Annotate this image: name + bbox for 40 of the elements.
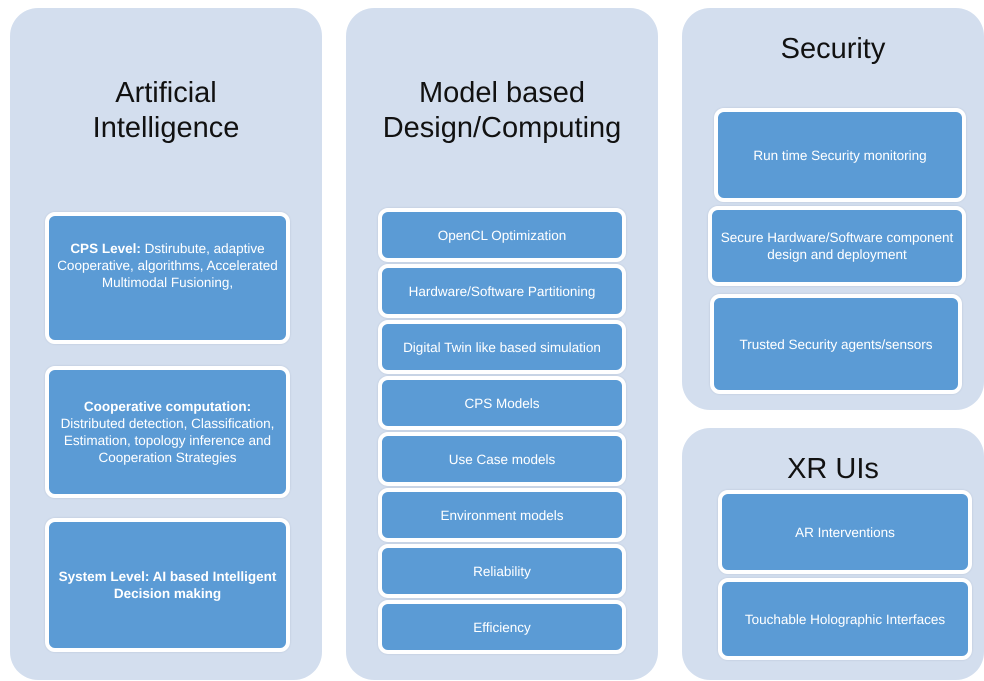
category-panel [682,428,984,680]
item-box [378,544,626,598]
item-text: Environment models [439,506,565,524]
item-box [378,488,626,542]
item-box [378,264,626,318]
panel-heading: Security [780,32,886,67]
item-box [708,206,966,286]
item-box [378,320,626,374]
item-text: Digital Twin like based simulation [402,338,602,356]
item-box [718,490,972,574]
item-text: Touchable Holographic Interfaces [744,610,946,628]
category-panel [346,8,658,680]
category-panel [10,8,322,680]
item-text: System Level: AI based Intelligent Decision making [58,568,278,602]
item-text: CPS Models [463,394,541,412]
item-box [718,578,972,660]
item-text: Cooperative computation: Distributed detection, Classification, Estimation, topology inference and Cooperation Strategies [60,398,276,466]
item-box [714,108,966,202]
item-box [378,600,626,654]
item-box [45,518,290,652]
item-text: Run time Security monitoring [752,146,928,164]
item-text: Hardware/Software Partitioning [408,282,596,300]
item-box [378,376,626,430]
item-box [45,212,290,344]
item-box [45,366,290,498]
item-text: Secure Hardware/Software component design and deployment [720,229,954,263]
item-text: Reliability [472,562,532,580]
item-box [710,294,962,394]
item-box [378,432,626,486]
item-text: Trusted Security agents/sensors [738,336,934,352]
panel-heading: Model based Design/Computing [382,76,622,146]
item-text: AR Interventions [794,524,896,540]
category-panel [682,8,984,410]
item-box [378,208,626,262]
item-text: CPS Level: Dstirubute, adaptive Cooperative, algorithms, Accelerated Multimodal Fusioning, [56,240,279,290]
panel-heading: XR UIs [786,452,880,487]
panel-heading: Artificial Intelligence [92,76,240,146]
item-text: OpenCL Optimization [436,226,568,244]
item-text: Use Case models [448,450,556,468]
item-text: Efficiency [472,618,532,636]
